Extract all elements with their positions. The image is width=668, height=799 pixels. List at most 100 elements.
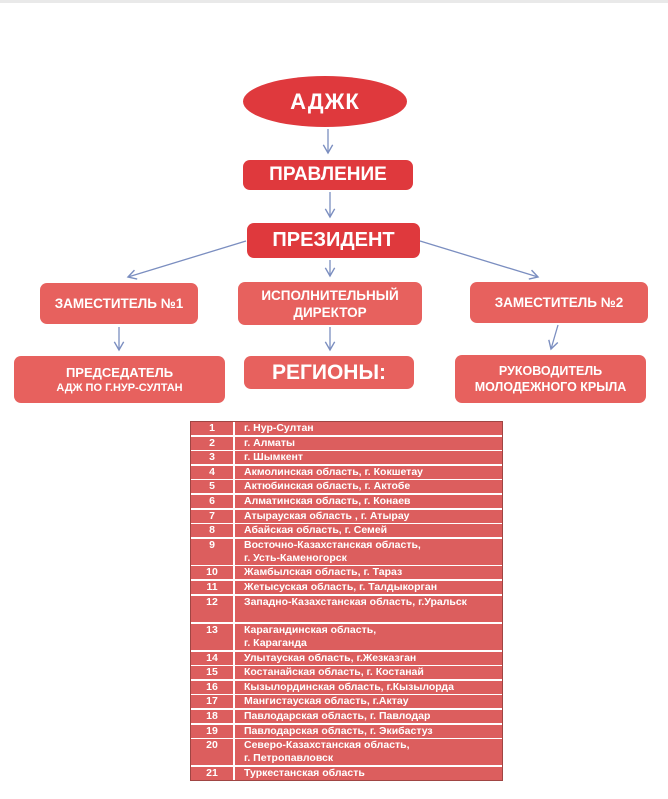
node-youth-leader-label: РУКОВОДИТЕЛЬ МОЛОДЕЖНОГО КРЫЛА xyxy=(474,364,627,394)
table-row: 12 Западно-Казахстанская область, г.Урал… xyxy=(191,595,502,622)
table-row: 13 Карагандинская область, г. Караганда xyxy=(191,624,502,651)
row-number: 10 xyxy=(206,566,218,579)
table-row: 20 Северо-Казахстанская область, г. Петр… xyxy=(191,739,502,766)
node-president: ПРЕЗИДЕНТ xyxy=(247,223,420,258)
row-region: Павлодарская область, г. Экибастуз xyxy=(244,724,433,737)
row-number: 6 xyxy=(209,494,215,507)
column-divider xyxy=(233,624,235,651)
row-region: Восточно-Казахстанская область, г. Усть-… xyxy=(244,538,421,564)
table-row: 9 Восточно-Казахстанская область, г. Уст… xyxy=(191,538,502,565)
table-row: 14 Улытауская область, г.Жезказган xyxy=(191,651,502,665)
table-row: 17 Мангистауская область, г.Актау xyxy=(191,695,502,709)
column-divider xyxy=(233,651,235,665)
column-divider xyxy=(233,465,235,479)
table-row: 15 Костанайская область, г. Костанай xyxy=(191,666,502,680)
row-region: Кызылординская область, г.Кызылорда xyxy=(244,680,454,693)
node-chairman: ПРЕДСЕДАТЕЛЬ АДЖ ПО Г.НУР-СУЛТАН xyxy=(14,356,225,403)
column-divider xyxy=(233,580,235,594)
row-number: 16 xyxy=(206,680,218,693)
row-number: 13 xyxy=(206,624,218,637)
table-row: 5 Актюбинская область, г. Актобе xyxy=(191,480,502,494)
row-number: 1 xyxy=(209,422,215,434)
arrow-deputy2-youth xyxy=(548,324,559,351)
column-divider xyxy=(233,766,235,780)
row-region: г. Шымкент xyxy=(244,451,304,464)
row-region: Жетысуская область, г. Талдыкорган xyxy=(244,580,438,593)
node-executive-director-label: ИСПОЛНИТЕЛЬНЫЙ ДИРЕКТОР xyxy=(261,287,399,320)
page-top-edge xyxy=(0,0,668,3)
row-region: Западно-Казахстанская область, г.Уральск xyxy=(244,595,467,608)
column-divider xyxy=(233,524,235,538)
row-number: 17 xyxy=(206,695,218,708)
row-region: Жамбылская область, г. Тараз xyxy=(244,566,403,579)
column-divider xyxy=(233,739,235,766)
row-number: 5 xyxy=(209,480,215,493)
row-number: 8 xyxy=(209,524,215,537)
node-executive-director: ИСПОЛНИТЕЛЬНЫЙ ДИРЕКТОР xyxy=(238,282,422,325)
column-divider xyxy=(233,680,235,694)
table-row: 10 Жамбылская область, г. Тараз xyxy=(191,566,502,580)
column-divider xyxy=(233,422,235,435)
row-region: Алматинская область, г. Конаев xyxy=(244,494,411,507)
arrow-president-deputy1 xyxy=(126,240,247,280)
node-adjk: АДЖК xyxy=(243,76,407,127)
table-row: 21 Туркестанская область xyxy=(191,766,502,780)
column-divider xyxy=(233,566,235,580)
column-divider xyxy=(233,451,235,465)
node-board-label: ПРАВЛЕНИЕ xyxy=(269,164,387,185)
row-number: 7 xyxy=(209,509,215,522)
row-region: Павлодарская область, г. Павлодар xyxy=(244,710,431,722)
row-region: Акмолинская область, г. Кокшетау xyxy=(244,465,423,478)
column-divider xyxy=(233,538,235,565)
row-region: Карагандинская область, г. Караганда xyxy=(244,624,377,650)
node-board: ПРАВЛЕНИЕ xyxy=(243,160,413,190)
row-region: Абайская область, г. Семей xyxy=(244,524,388,537)
row-number: 21 xyxy=(206,766,218,779)
arrow-president-deputy2 xyxy=(419,240,540,280)
node-deputy1: ЗАМЕСТИТЕЛЬ №1 xyxy=(40,283,198,324)
table-row: 19 Павлодарская область, г. Экибастуз xyxy=(191,724,502,738)
column-divider xyxy=(233,724,235,738)
column-divider xyxy=(233,436,235,450)
column-divider xyxy=(233,695,235,709)
table-row: 4 Акмолинская область, г. Кокшетау xyxy=(191,465,502,479)
node-chairman-title: ПРЕДСЕДАТЕЛЬ xyxy=(65,365,174,380)
node-regions: РЕГИОНЫ: xyxy=(244,356,414,389)
column-divider xyxy=(233,595,235,622)
table-row: 2 г. Алматы xyxy=(191,436,502,450)
column-divider xyxy=(233,480,235,494)
table-row: 3 г. Шымкент xyxy=(191,451,502,465)
row-number: 14 xyxy=(206,651,218,664)
row-number: 12 xyxy=(206,595,218,608)
row-number: 20 xyxy=(206,739,218,752)
row-number: 15 xyxy=(206,666,218,679)
node-youth-leader: РУКОВОДИТЕЛЬ МОЛОДЕЖНОГО КРЫЛА xyxy=(455,355,646,403)
row-region: Костанайская область, г. Костанай xyxy=(244,666,424,679)
row-region: г. Алматы xyxy=(244,436,295,449)
row-region: Актюбинская область, г. Актобе xyxy=(244,480,411,493)
row-number: 11 xyxy=(206,580,218,593)
row-number: 3 xyxy=(209,451,215,464)
table-row: 11 Жетысуская область, г. Талдыкорган xyxy=(191,580,502,594)
column-divider xyxy=(233,666,235,680)
node-adjk-label: АДЖК xyxy=(290,88,360,114)
row-number: 19 xyxy=(206,724,218,737)
node-chairman-subtitle: АДЖ ПО Г.НУР-СУЛТАН xyxy=(56,382,183,394)
table-row: 18 Павлодарская область, г. Павлодар xyxy=(191,710,502,723)
node-deputy2: ЗАМЕСТИТЕЛЬ №2 xyxy=(470,282,648,323)
column-divider xyxy=(233,509,235,523)
node-deputy2-label: ЗАМЕСТИТЕЛЬ №2 xyxy=(494,295,624,310)
node-deputy1-label: ЗАМЕСТИТЕЛЬ №1 xyxy=(54,296,184,311)
node-regions-label: РЕГИОНЫ: xyxy=(271,360,387,384)
table-row: 16 Кызылординская область, г.Кызылорда xyxy=(191,680,502,694)
row-region: г. Нур-Султан xyxy=(244,422,314,434)
table-row: 6 Алматинская область, г. Конаев xyxy=(191,494,502,508)
row-number: 2 xyxy=(209,436,215,449)
table-row: 8 Абайская область, г. Семей xyxy=(191,524,502,538)
row-region: Улытауская область, г.Жезказган xyxy=(244,651,417,664)
table-row: 7 Атырауская область , г. Атырау xyxy=(191,509,502,523)
row-number: 4 xyxy=(209,465,215,478)
column-divider xyxy=(233,494,235,508)
node-president-label: ПРЕЗИДЕНТ xyxy=(272,229,395,251)
